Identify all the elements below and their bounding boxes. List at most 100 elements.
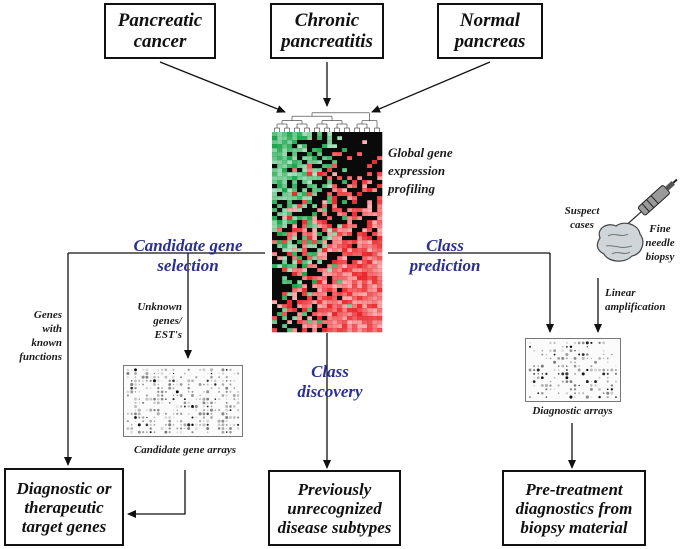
heatmap-cell [357, 208, 363, 213]
array-spot [198, 412, 202, 416]
heatmap-cell [342, 280, 348, 285]
array-spot [134, 379, 137, 383]
heatmap-cell [332, 208, 338, 213]
heatmap-cell [372, 156, 378, 161]
array-spot [602, 357, 605, 360]
heatmap-cell [297, 236, 303, 241]
array-spot [561, 372, 565, 376]
heatmap-cell [342, 212, 348, 217]
heatmap-cell [287, 136, 293, 141]
heatmap-cell [357, 328, 363, 333]
array-spot [214, 409, 217, 412]
heatmap-cell [357, 132, 363, 137]
heatmap-cell [292, 136, 298, 141]
array-spot [549, 349, 552, 352]
heatmap-cell [342, 304, 348, 309]
heatmap-cell [332, 256, 338, 261]
heatmap-cell [367, 268, 373, 273]
heatmap-cell [282, 264, 288, 269]
heatmap-cell [307, 240, 313, 245]
heatmap-cell [322, 228, 328, 233]
array-spot [589, 368, 593, 372]
array-spot [218, 376, 220, 379]
heatmap-cell [322, 260, 328, 265]
heatmap-cell [337, 132, 343, 137]
heatmap-cell [332, 264, 338, 269]
array-spot [160, 397, 164, 401]
array-spot [225, 431, 228, 433]
heatmap-cell [337, 260, 343, 265]
heatmap-cell [337, 216, 343, 221]
heatmap-cell [312, 176, 318, 181]
heatmap-cell [312, 296, 318, 301]
array-spot [237, 369, 239, 371]
heatmap-cell [322, 232, 328, 237]
heatmap-cell [282, 164, 288, 169]
heatmap-cell [277, 228, 283, 233]
heatmap-cell [302, 228, 308, 233]
heatmap-cell [337, 172, 343, 177]
heatmap-cell [317, 268, 323, 273]
heatmap-cell [357, 276, 363, 281]
heatmap-cell [287, 144, 293, 149]
array-spot [179, 412, 183, 415]
array-spot [175, 405, 179, 408]
heatmap-cell [347, 316, 353, 321]
array-spot [598, 341, 601, 345]
heatmap-cell [347, 232, 353, 237]
array-spot [553, 369, 556, 371]
heatmap-cell [272, 268, 278, 273]
heatmap-cell [277, 284, 283, 289]
heatmap-cell [277, 240, 283, 245]
array-spot [229, 409, 232, 412]
array-spot [218, 409, 221, 412]
heatmap-cell [277, 224, 283, 229]
array-spot [142, 369, 144, 371]
array-spot [168, 379, 171, 383]
heatmap-cell [352, 240, 358, 245]
heatmap-cell [332, 236, 338, 241]
array-spot [537, 376, 540, 379]
heatmap-cell [292, 204, 298, 209]
array-spot [134, 409, 137, 411]
heatmap-cell [287, 192, 293, 197]
array-spot [553, 360, 557, 364]
heatmap-cell [297, 144, 303, 149]
heatmap-cell [287, 172, 293, 177]
heatmap-cell [322, 144, 328, 149]
heatmap-cell [312, 156, 318, 161]
array-spot [225, 427, 228, 430]
heatmap-cell [287, 308, 293, 313]
heatmap-cell [282, 268, 288, 273]
heatmap-cell [362, 320, 368, 325]
heatmap-cell [317, 152, 323, 157]
heatmap-cell [342, 276, 348, 281]
array-spot [221, 368, 225, 372]
heatmap-cell [367, 316, 373, 321]
array-spot [594, 368, 597, 372]
array-spot [131, 380, 133, 382]
array-spot [202, 390, 205, 393]
heatmap-cell [372, 152, 378, 157]
heatmap-cell [312, 328, 318, 333]
heatmap-cell [317, 236, 323, 241]
heatmap-cell [322, 280, 328, 285]
heatmap-cell [312, 148, 318, 153]
heatmap-cell [367, 256, 373, 261]
heatmap-cell [282, 196, 288, 201]
heatmap-cell [362, 216, 368, 221]
array-spot [153, 423, 156, 426]
heatmap-cell [307, 172, 313, 177]
heatmap-cell [377, 308, 383, 313]
heatmap-cell [322, 276, 328, 281]
array-spot [164, 375, 168, 379]
heatmap-cell [327, 212, 333, 217]
array-spot [149, 423, 152, 427]
array-spot [574, 349, 576, 352]
heatmap-cell [312, 132, 318, 137]
heatmap-cell [307, 188, 313, 193]
heatmap-cell [377, 184, 383, 189]
array-spot [157, 397, 160, 401]
heatmap-cell [337, 184, 343, 189]
heatmap-cell [342, 204, 348, 209]
